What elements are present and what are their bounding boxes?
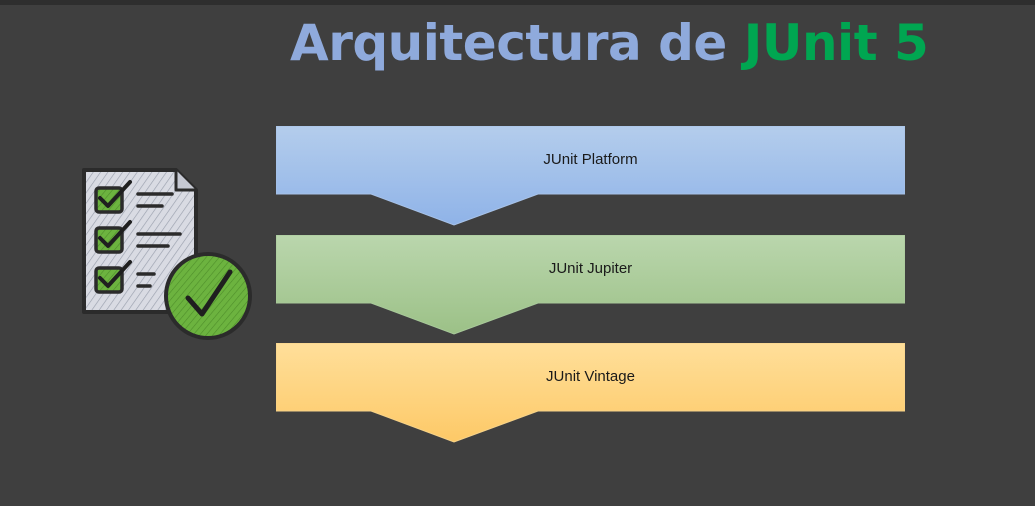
check-badge-icon — [164, 252, 252, 340]
title-text-part2: JUnit 5 — [743, 14, 929, 72]
layer-label: JUnit Vintage — [546, 368, 635, 385]
top-edge-bar — [0, 0, 1035, 5]
layer-junit-jupiter: JUnit Jupiter — [276, 235, 905, 353]
layer-label: JUnit Platform — [543, 151, 638, 168]
title-text-part1: Arquitectura de — [290, 14, 744, 72]
slide-title: Arquitectura de JUnit 5 — [0, 8, 1035, 78]
layer-junit-vintage: JUnit Vintage — [276, 343, 905, 461]
layer-label: JUnit Jupiter — [548, 260, 633, 277]
layer-junit-platform: JUnit Platform — [276, 126, 905, 244]
checklist-document-icon — [72, 160, 262, 350]
